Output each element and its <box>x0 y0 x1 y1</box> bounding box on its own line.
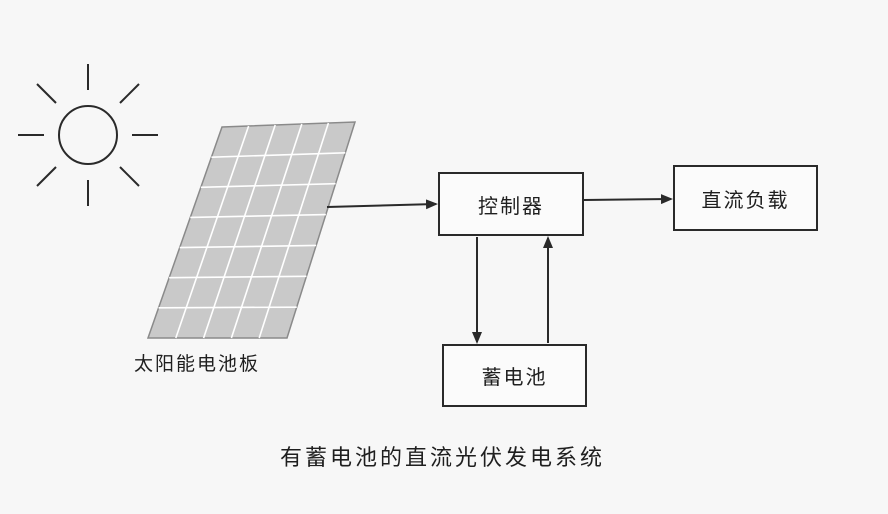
solar-panel-icon <box>146 121 357 339</box>
panel-grid-line <box>179 244 317 249</box>
controller-box: 控制器 <box>438 172 584 236</box>
panel-grid-line <box>169 275 307 279</box>
panel-grid-line <box>175 125 250 339</box>
panel-grid-line <box>202 124 276 339</box>
controller-to-load-arrow <box>583 194 673 205</box>
panel-grid-line <box>230 123 303 339</box>
solar-panel-label: 太阳能电池板 <box>134 353 261 375</box>
panel-grid-line <box>158 306 297 309</box>
battery-box: 蓄电池 <box>442 344 587 407</box>
diagram-caption: 有蓄电池的直流光伏发电系统 <box>280 446 606 471</box>
panel-grid-line <box>258 122 330 339</box>
controller-label: 控制器 <box>478 193 544 218</box>
battery-label: 蓄电池 <box>481 365 548 389</box>
panel-grid-line <box>190 213 326 219</box>
panel-grid-line <box>200 182 336 189</box>
panel-grid-line <box>211 152 346 158</box>
panel-to-controller-arrow <box>326 199 438 210</box>
sun-icon <box>18 64 158 206</box>
dc-load-box: 直流负载 <box>673 165 818 231</box>
dc-load-label: 直流负载 <box>701 187 790 212</box>
